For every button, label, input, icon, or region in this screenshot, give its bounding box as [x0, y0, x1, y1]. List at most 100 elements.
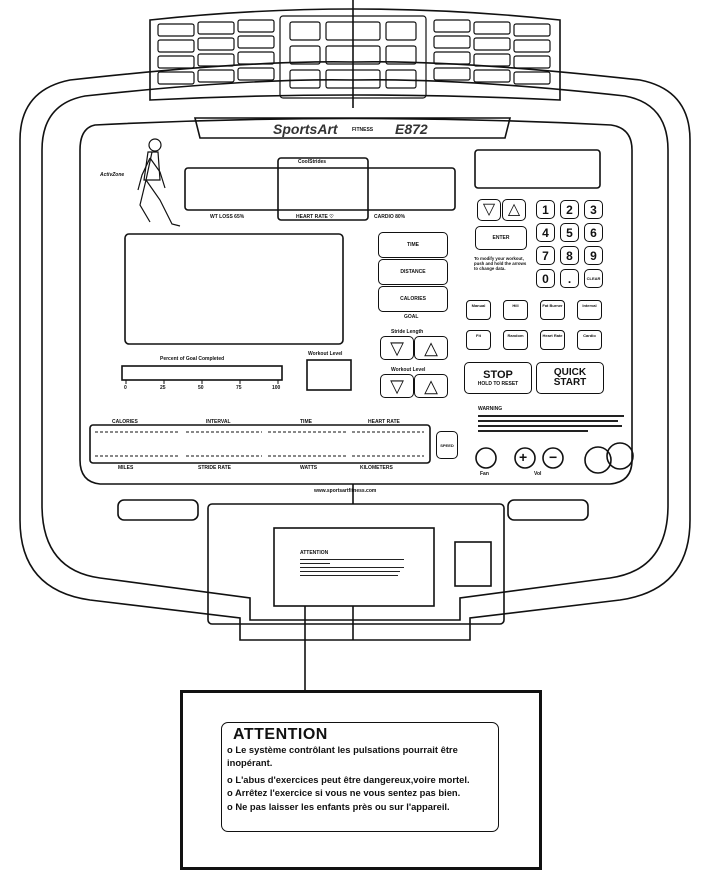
brand-subtitle: FITNESS	[352, 127, 374, 133]
workout-level-box-label: Workout Level	[308, 351, 343, 357]
attention-line-3: o L'abus d'exercices peut être dangereux…	[227, 774, 470, 785]
program-manual-button[interactable]: Manual	[466, 300, 491, 320]
tray-label-mini: ATTENTION	[300, 550, 410, 590]
key-6[interactable]: 6	[584, 223, 603, 242]
level-down-button[interactable]: ▽	[380, 374, 414, 398]
distance-button[interactable]: DISTANCE	[378, 259, 448, 285]
arrow-up-icon: △	[507, 201, 521, 218]
bullet-icon: o	[227, 801, 233, 812]
console-outer-shell	[19, 61, 691, 641]
stride-up-button[interactable]: △	[414, 336, 448, 360]
program-fit-button[interactable]: Fit	[466, 330, 491, 350]
miles-readout-label: MILES	[118, 465, 134, 471]
coolstrides-label: CoolStrides	[298, 159, 327, 165]
up-arrow-button[interactable]: △	[502, 199, 526, 221]
right-handle	[507, 499, 589, 521]
fan-knob	[475, 447, 497, 469]
key-9[interactable]: 9	[584, 246, 603, 265]
wt-loss-label: WT LOSS 65%	[210, 214, 245, 220]
matrix-window	[124, 233, 344, 345]
workout-level-label: Workout Level	[391, 367, 426, 373]
attention-line-2: inopérant.	[227, 757, 273, 768]
progress-track	[121, 365, 283, 381]
heart-rate-window	[277, 157, 369, 221]
progress-tick-100: 100	[272, 385, 281, 391]
key-4[interactable]: 4	[536, 223, 555, 242]
attention-line-4: o Arrêtez l'exercice si vous ne vous sen…	[227, 787, 461, 798]
attention-line-5: o Ne pas laisser les enfants près ou sur…	[227, 801, 450, 812]
key-0[interactable]: 0	[536, 269, 555, 288]
key-8[interactable]: 8	[560, 246, 579, 265]
url-label: www.sportsartfitness.com	[314, 488, 377, 494]
heart-icon: ♡	[329, 214, 334, 220]
warning-title: WARNING	[478, 406, 503, 412]
volume-down-button	[542, 447, 564, 469]
key-2[interactable]: 2	[560, 200, 579, 219]
brand-logo: SportsArt	[273, 121, 338, 137]
top-vent	[149, 8, 561, 101]
cardio-label: CARDIO 80%	[374, 214, 406, 220]
key-7[interactable]: 7	[536, 246, 555, 265]
key-1[interactable]: 1	[536, 200, 555, 219]
bullet-icon: o	[227, 787, 233, 798]
volume-down-icon: −	[549, 449, 558, 465]
progress-tick-75: 75	[236, 385, 242, 391]
progress-tick-0: 0	[124, 385, 127, 391]
program-random-button[interactable]: Random	[503, 330, 528, 350]
program-fat-burner-button[interactable]: Fat Burner	[540, 300, 565, 320]
key-dot[interactable]: .	[560, 269, 579, 288]
key-5[interactable]: 5	[560, 223, 579, 242]
tray-outer	[207, 503, 505, 625]
goal-label: GOAL	[404, 314, 419, 320]
volume-up-button	[514, 447, 536, 469]
heart-rate-label: HEART RATE ♡	[296, 214, 334, 220]
enter-button[interactable]: ENTER	[475, 226, 527, 250]
key-clear[interactable]: CLEAR	[584, 269, 603, 288]
warning-text-lines	[478, 413, 628, 432]
stride-length-label: Stride Length	[391, 329, 424, 335]
key-3[interactable]: 3	[584, 200, 603, 219]
tray-pocket	[454, 541, 492, 587]
heart-rate-readout-label: HEART RATE	[368, 419, 400, 425]
program-interval-button[interactable]: Interval	[577, 300, 602, 320]
calories-button[interactable]: CALORIES	[378, 286, 448, 312]
program-hill-button[interactable]: Hill	[503, 300, 528, 320]
arrow-up-icon: △	[424, 376, 438, 396]
arrow-up-icon: △	[424, 338, 438, 358]
bullet-icon: o	[227, 744, 233, 755]
stop-button[interactable]: STOP HOLD TO RESET	[464, 362, 532, 394]
speed-button[interactable]: SPEED	[436, 431, 458, 459]
time-button[interactable]: TIME	[378, 232, 448, 258]
stride-down-button[interactable]: ▽	[380, 336, 414, 360]
right-display	[474, 149, 601, 189]
display-window-top	[184, 167, 456, 211]
bullet-icon: o	[227, 774, 233, 785]
level-up-button[interactable]: △	[414, 374, 448, 398]
fan-outlet-1	[584, 446, 612, 474]
percent-goal-label: Percent of Goal Completed	[160, 356, 225, 362]
progress-tick-25: 25	[160, 385, 166, 391]
arrow-down-icon: ▽	[390, 376, 404, 396]
program-heart-rate-button[interactable]: Heart Rate	[540, 330, 565, 350]
down-arrow-button[interactable]: ▽	[477, 199, 501, 221]
program-cardio-button[interactable]: Cardio	[577, 330, 602, 350]
left-handle	[117, 499, 199, 521]
volume-up-icon: +	[519, 449, 528, 465]
calories-readout-label: CALORIES	[112, 419, 138, 425]
arrow-down-icon: ▽	[482, 201, 496, 218]
fan-label: Fan	[480, 471, 489, 477]
time-readout-label: TIME	[300, 419, 312, 425]
keypad-hint: To modify your workout, push and hold th…	[474, 256, 527, 272]
progress-tick-50: 50	[198, 385, 204, 391]
model-number: E872	[395, 121, 428, 137]
attention-line-1: o Le système contrôlant les pulsations p…	[227, 744, 458, 755]
workout-level-window	[306, 359, 352, 391]
attention-title: ATTENTION	[233, 726, 328, 743]
attention-label-card: ATTENTION o Le système contrôlant les pu…	[180, 690, 542, 870]
stride-rate-readout-label: STRIDE RATE	[198, 465, 231, 471]
volume-label: Vol	[534, 471, 542, 477]
quick-start-button[interactable]: QUICK START	[536, 362, 604, 394]
arrow-down-icon: ▽	[390, 338, 404, 358]
walking-figure-icon	[137, 138, 181, 227]
